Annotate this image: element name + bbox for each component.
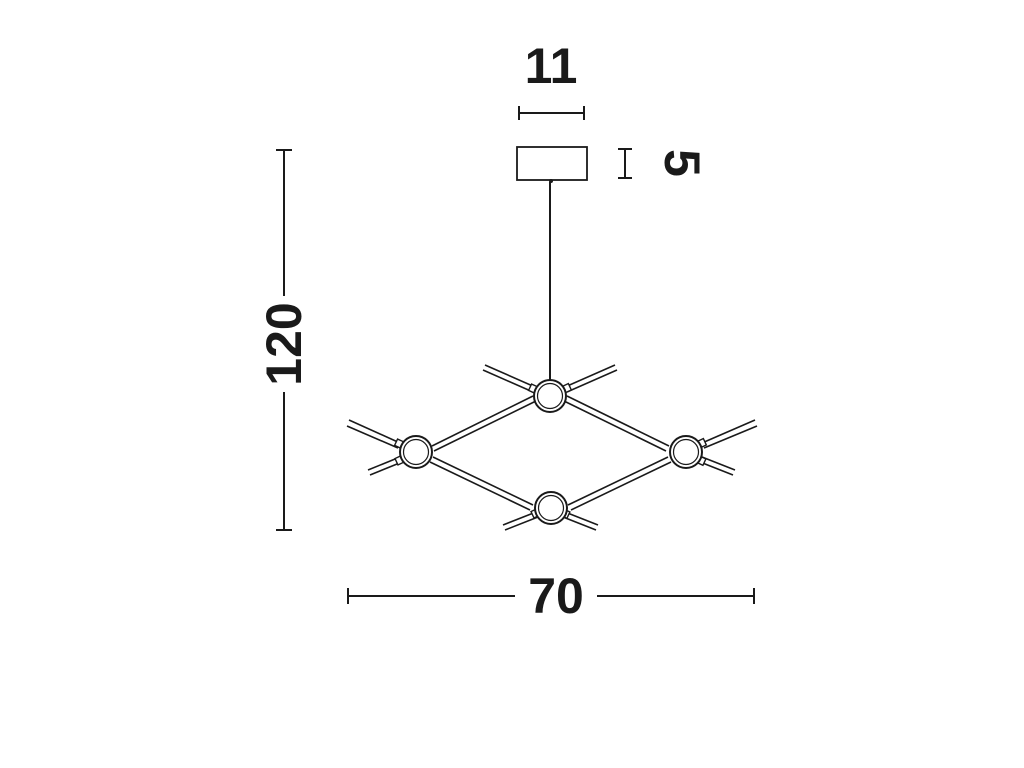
led-arms-left <box>346 419 403 476</box>
canopy-height-label: 5 <box>654 149 710 177</box>
globe-left <box>399 435 433 469</box>
led-arms-right <box>699 419 758 476</box>
total-height-dimension: 120 <box>256 149 312 531</box>
total-width-label: 70 <box>528 568 584 624</box>
canopy-height-dimension: 5 <box>618 148 710 179</box>
globe-top <box>533 379 567 413</box>
globe-bottom <box>534 491 568 525</box>
total-width-dimension: 70 <box>347 568 755 624</box>
led-arms-bottom <box>502 511 599 531</box>
top-width-label: 11 <box>525 38 578 94</box>
top-width-dimension: 11 <box>518 38 585 120</box>
led-arms-top <box>482 364 618 393</box>
globe-right <box>669 435 703 469</box>
total-height-label: 120 <box>256 302 312 385</box>
lamp-frame <box>346 364 758 531</box>
ceiling-canopy <box>516 146 588 183</box>
